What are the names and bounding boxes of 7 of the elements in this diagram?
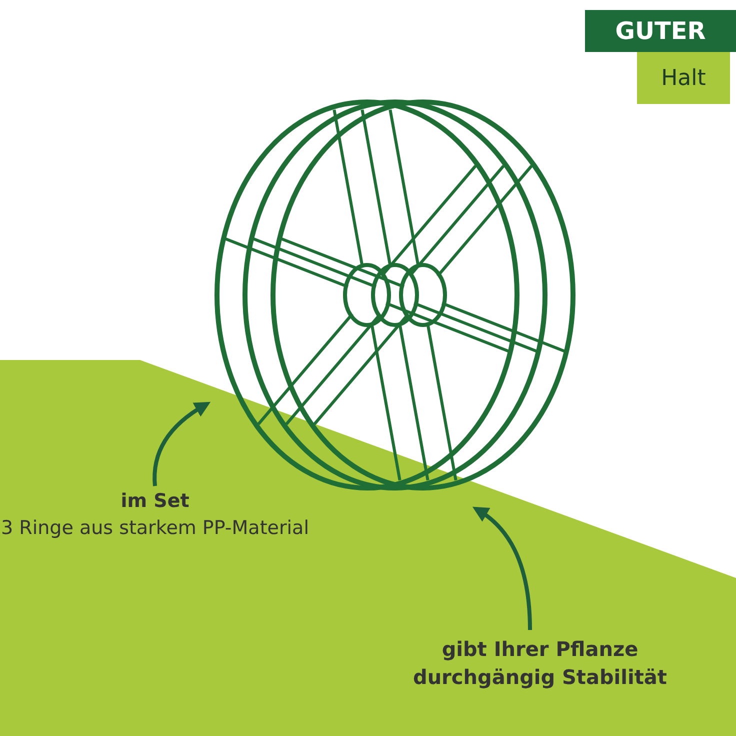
arrow: [472, 506, 532, 630]
callout-heading: im Set: [120, 489, 190, 514]
badge-label: Halt: [637, 52, 730, 104]
callout-text: 3 Ringe aus starkem PP-Material: [0, 516, 310, 541]
callout-text: gibt Ihrer Pflanze durchgängig Stabilität: [412, 636, 668, 691]
badge-label: GUTER: [585, 10, 736, 52]
arrow: [152, 402, 210, 486]
